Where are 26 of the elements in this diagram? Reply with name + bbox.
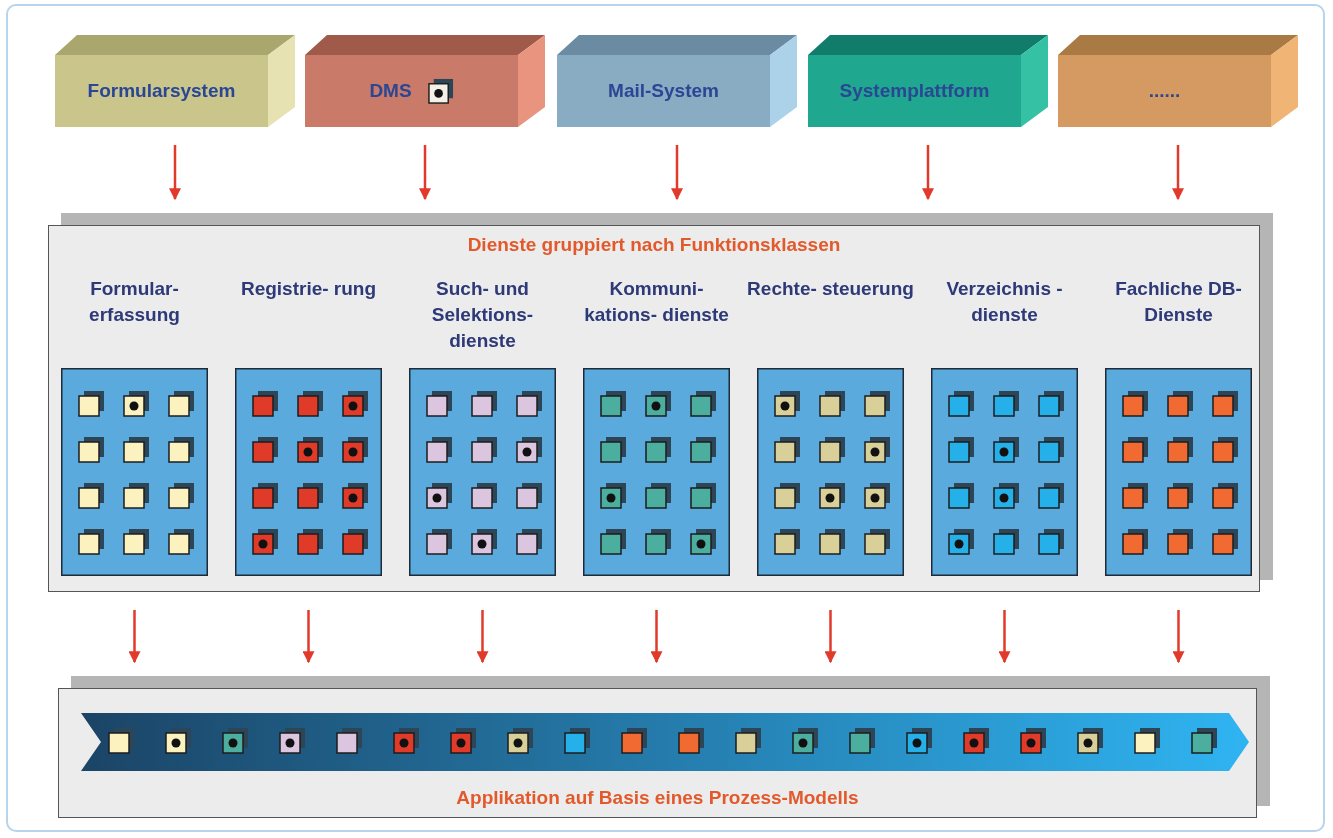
arrow <box>476 610 489 664</box>
group-heading: Rechte- steuerung <box>747 277 914 301</box>
block-label: ...... <box>1148 80 1181 102</box>
arrow <box>1172 145 1184 201</box>
panel-title: Dienste gruppiert nach Funktionsklassen <box>466 234 842 256</box>
arrow <box>128 610 141 664</box>
arrow <box>1172 610 1185 664</box>
group-heading: Such- und Selektions- dienste <box>430 277 535 353</box>
group-heading: Registrie- rung <box>239 277 378 301</box>
arrow <box>169 145 181 201</box>
group-heading: Verzeichnis -dienste <box>945 277 1064 327</box>
arrow <box>998 610 1011 664</box>
block-label: DMS <box>369 80 412 102</box>
arrow <box>419 145 431 201</box>
arrow <box>302 610 315 664</box>
arrow <box>922 145 934 201</box>
group-heading: Fachliche DB- Dienste <box>1114 277 1243 327</box>
arrow <box>650 610 663 664</box>
group-heading: Kommuni- kations- dienste <box>583 277 730 327</box>
block-label: Mail-System <box>608 80 719 102</box>
group-heading: Formular- erfassung <box>88 277 181 327</box>
block-label: Formularsystem <box>87 80 236 102</box>
arrow <box>671 145 683 201</box>
panel-title: Applikation auf Basis eines Prozess-Modells <box>455 787 860 809</box>
block-label: Systemplattform <box>839 80 990 102</box>
arrow <box>824 610 837 664</box>
